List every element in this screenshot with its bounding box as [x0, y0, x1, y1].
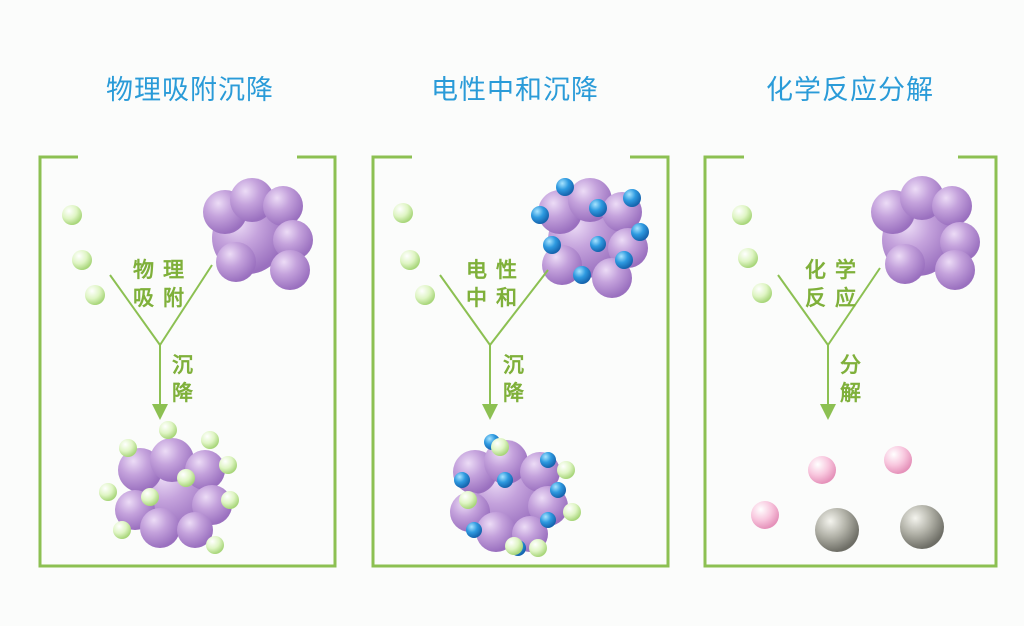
agent-particles-green: [62, 205, 105, 305]
pollutant-cluster-charged: [531, 178, 649, 298]
panel-electric: 电 性 中 和 沉 降: [393, 178, 649, 557]
reaction-arrows: [439, 269, 549, 420]
agent-particles-green: [732, 205, 772, 303]
label-chemical-6: 解: [840, 381, 861, 405]
pollutant-cluster-purple: [203, 178, 313, 290]
label-chemical-1: 化: [805, 258, 826, 282]
label-electric-6: 降: [503, 381, 525, 405]
frame-electric: [371, 155, 670, 568]
label-physical-3: 吸: [133, 286, 155, 310]
panel-physical: 物 理 吸 附 沉 降: [62, 178, 313, 554]
label-electric-4: 和: [496, 286, 517, 310]
decomposition-products: [751, 446, 944, 552]
panel-title-physical: 物理吸附沉降: [106, 75, 274, 106]
label-chemical-3: 反: [805, 286, 826, 310]
reaction-arrows: [777, 267, 881, 420]
pollutant-cluster-purple: [871, 176, 980, 290]
panel-title-chemical: 化学反应分解: [766, 75, 934, 106]
label-electric-5: 沉: [503, 353, 524, 377]
label-chemical-4: 应: [835, 286, 856, 310]
label-physical-4: 附: [163, 286, 184, 310]
label-electric-3: 中: [466, 286, 487, 310]
label-electric-1: 电: [466, 258, 487, 282]
agent-particles-green: [393, 203, 435, 305]
label-chemical-2: 学: [835, 258, 856, 282]
label-physical-2: 理: [163, 258, 184, 282]
label-electric-2: 性: [496, 258, 517, 282]
panel-chemical: 化 学 反 应 分 解: [732, 176, 980, 552]
sediment-floc: [99, 421, 239, 554]
label-physical-6: 降: [172, 381, 194, 405]
reaction-arrows: [109, 264, 213, 420]
panel-title-electric: 电性中和沉降: [431, 75, 599, 106]
label-physical-5: 沉: [172, 353, 193, 377]
sediment-floc: [450, 434, 581, 557]
label-chemical-5: 分: [840, 353, 861, 377]
label-physical-1: 物: [133, 258, 154, 282]
frame-physical: [38, 155, 337, 568]
frame-chemical: [703, 155, 998, 568]
